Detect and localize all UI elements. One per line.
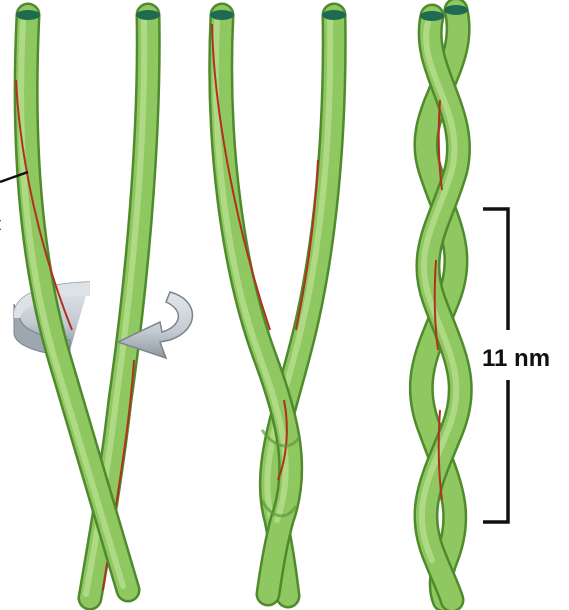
panel-coiled-coil — [420, 5, 468, 600]
cropped-label-fragment: t — [0, 214, 1, 234]
scale-bar-label: 11 nm — [482, 345, 550, 372]
panel-separate-helices: t — [0, 10, 193, 598]
scale-bracket: 11 nm — [482, 209, 550, 522]
helix-left-2 — [210, 10, 291, 594]
panel-partial-coil — [210, 10, 346, 596]
